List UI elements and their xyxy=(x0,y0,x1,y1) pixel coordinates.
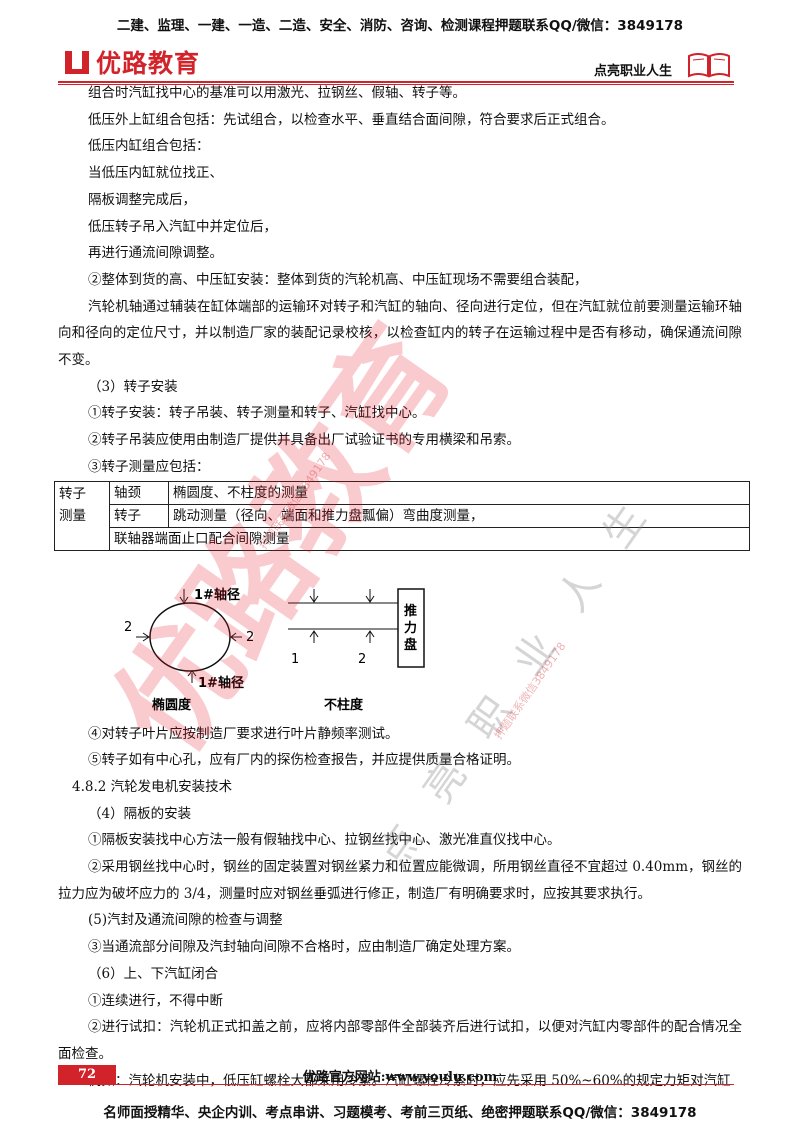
footer-rule xyxy=(58,1084,734,1085)
text-paragraph: ②采用钢丝找中心时，钢丝的固定装置对钢丝紧力和位置应能微调，所用钢丝直径不宜超过… xyxy=(58,859,742,902)
brand-logo: 优路教育 xyxy=(62,44,200,80)
arrow-cyl-1-top-head xyxy=(309,595,319,603)
section-heading: （6）上、下汽缸闭合 xyxy=(88,965,219,982)
cylinder-caption: 不柱度 xyxy=(324,697,364,713)
journal-ellipse xyxy=(149,601,231,672)
open-book-icon xyxy=(688,53,730,78)
section-heading: （4）隔板的安装 xyxy=(88,805,192,822)
text-line: 组合时汽缸找中心的基准可以用激光、拉钢丝、假轴、转子等。 xyxy=(88,85,466,101)
table-cell-value: 椭圆度、不柱度的测量 xyxy=(168,480,750,505)
table-cell-text: 转子 xyxy=(59,485,86,502)
logo-mark-icon xyxy=(65,51,89,74)
text-line: ⑤转子如有中心孔，应有厂内的探伤检查报告，并应提供质量合格证明。 xyxy=(88,752,520,769)
table-cell-text: 测量 xyxy=(59,507,86,524)
logo-text: 优路教育 xyxy=(96,49,201,78)
text-line: ①隔板安装找中心方法一般有假轴找中心、拉钢丝找中心、激光准直仪找中心。 xyxy=(88,832,561,849)
text-line: 隔板调整完成后， xyxy=(88,191,196,208)
arrow-top-head xyxy=(179,596,189,604)
ellipse-cylinder-figure: 1#轴径 1#轴径 2 2 椭圆度 1 2 推力盘 不柱度 xyxy=(124,587,425,713)
header-rule xyxy=(58,81,734,83)
text-line: 低压转子吊入汽缸中并定位后， xyxy=(88,218,277,235)
table-cell-value: 跳动测量（径向、端面和推力盘瓢偏）弯曲度测量， xyxy=(168,503,750,528)
arrow-bottom-head xyxy=(187,669,197,676)
table-cell-value: 联轴器端面止口配合间隙测量 xyxy=(109,526,750,551)
ellipse-left-label: 2 xyxy=(124,620,132,635)
text-line: 当低压内缸就位找正、 xyxy=(88,165,223,182)
thrust-disc-char: 力 xyxy=(404,620,417,636)
thrust-disc xyxy=(397,587,425,668)
text-line: ③转子测量应包括： xyxy=(88,458,210,475)
text-line: ②整体到货的高、中压缸安装：整体到货的汽轮机高、中压缸现场不需要组合装配， xyxy=(88,271,588,288)
ellipse-right-label: 2 xyxy=(246,630,254,645)
ellipse-bottom-label: 1#轴径 xyxy=(198,675,244,691)
top-banner: 二建、监理、一建、一造、二造、安全、消防、咨询、检测课程押题联系QQ/微信：38… xyxy=(116,18,684,34)
table-cell-rotor-measure: 转子 测量 xyxy=(54,480,110,551)
text-line: 再进行通流间隙调整。 xyxy=(88,245,223,262)
page-number: 72 xyxy=(58,1065,116,1085)
arrow-right-head xyxy=(230,632,237,641)
header-rule-thin xyxy=(58,84,734,85)
text-line: ②转子吊装应使用由制造厂提供并具备出厂试验证书的专用横梁和吊索。 xyxy=(88,432,520,449)
text-line: 低压内缸组合包括： xyxy=(88,138,210,155)
text-line: ③当通流部分间隙及汽封轴向间隙不合格时，应由制造厂确定处理方案。 xyxy=(88,939,520,956)
thrust-disc-label: 推力盘 xyxy=(404,603,417,653)
section-heading: 4.8.2 汽轮发电机安装技术 xyxy=(72,778,233,795)
section-heading: (5)汽封及通流间隙的检查与调整 xyxy=(88,912,283,929)
arrow-cyl-2-bottom-head xyxy=(365,629,375,637)
arrow-left-head xyxy=(142,632,150,641)
text-line: ①转子安装：转子吊装、转子测量和转子、汽缸找中心。 xyxy=(88,405,426,422)
text-paragraph: 汽轮机轴通过辅装在缸体端部的运输环对转子和汽缸的轴向、径向进行定位，但在汽缸就位… xyxy=(58,298,742,369)
table-cell-label: 转子 xyxy=(109,503,169,528)
measurement-diagram: 1#轴径 1#轴径 2 2 椭圆度 1 2 推力盘 不柱度 xyxy=(58,581,742,721)
page-content: 组合时汽缸找中心的基准可以用激光、拉钢丝、假轴、转子等。 低压外上缸组合包括：先… xyxy=(54,80,750,1094)
rotor-measurement-table: 转子 测量 轴颈 椭圆度、不柱度的测量 转子 跳动测量（径向、端面和推力盘瓢偏）… xyxy=(54,480,750,551)
table-cell-label: 轴颈 xyxy=(109,480,169,505)
arrow-cyl-1-bottom-head xyxy=(309,629,319,637)
thrust-disc-char: 推 xyxy=(404,603,417,619)
text-line: ④对转子叶片应按制造厂要求进行叶片静频率测试。 xyxy=(88,725,399,742)
arrow-cyl-2-top-head xyxy=(365,595,375,603)
text-line: ①连续进行，不得中断 xyxy=(88,992,223,1009)
text-line: 低压外上缸组合包括：先试组合，以检查水平、垂直结合面间隙，符合要求后正式组合。 xyxy=(88,111,615,128)
bottom-banner: 名师面授精华、央企内训、考点串讲、习题模考、考前三页纸、绝密押题联系QQ/微信：… xyxy=(103,1105,697,1121)
cylinder-label-2: 2 xyxy=(358,652,366,667)
section-heading: （3）转子安装 xyxy=(88,378,178,395)
cylinder-label-1: 1 xyxy=(291,652,299,667)
thrust-disc-char: 盘 xyxy=(404,637,417,653)
ellipse-top-label: 1#轴径 xyxy=(194,587,240,603)
ellipse-caption: 椭圆度 xyxy=(152,697,192,713)
footer-website: 优路官方网站:www.youlu.com xyxy=(302,1070,498,1085)
text-paragraph: ②进行试扣：汽轮机正式扣盖之前，应将内部零部件全部装齐后进行试扣，以便对汽缸内零… xyxy=(58,1019,742,1062)
slogan: 点亮职业人生 xyxy=(594,64,673,79)
